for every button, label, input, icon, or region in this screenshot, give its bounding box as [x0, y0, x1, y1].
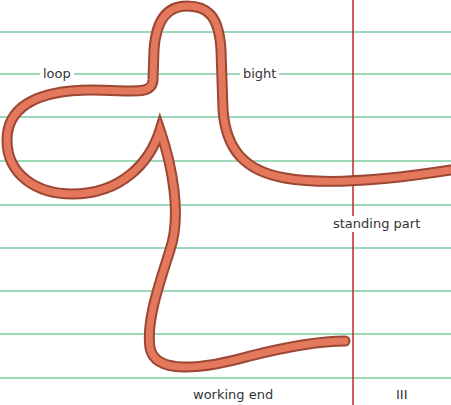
rope-outline — [7, 6, 451, 367]
part-label: bight — [240, 66, 279, 82]
part-label: working end — [190, 387, 276, 403]
part-label: III — [393, 387, 411, 403]
part-label: loop — [40, 66, 74, 82]
rope — [7, 6, 451, 367]
margin-line — [352, 0, 354, 405]
part-label: standing part — [330, 216, 423, 232]
